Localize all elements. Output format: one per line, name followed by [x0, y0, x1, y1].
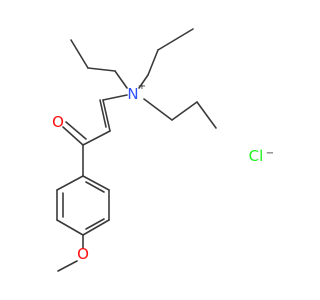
bond	[65, 121, 87, 140]
bond	[138, 74, 149, 89]
bond	[99, 99, 107, 128]
bond	[102, 94, 128, 101]
bond	[82, 130, 111, 146]
bond	[143, 98, 173, 121]
bond	[82, 219, 110, 236]
bond	[147, 49, 159, 76]
nitrogen-charge-label: +	[138, 81, 146, 92]
bond	[56, 219, 84, 236]
chloride-charge-label: −	[266, 148, 274, 159]
bond	[85, 218, 105, 230]
bond	[85, 181, 105, 193]
nitrogen-label: N	[127, 85, 138, 103]
bond	[87, 67, 116, 72]
bond	[196, 101, 217, 129]
bond	[114, 70, 128, 89]
atom-label-layer: O N + O Cl −	[52, 81, 274, 263]
bond	[56, 175, 84, 191]
bond	[70, 39, 89, 69]
methoxy-oxygen-label: O	[77, 245, 89, 263]
bond	[57, 260, 78, 272]
bond-layer	[56, 28, 217, 272]
bond	[157, 28, 194, 51]
bond	[171, 101, 198, 121]
bond	[62, 126, 84, 146]
bond	[82, 175, 110, 191]
carbonyl-oxygen-label: O	[52, 113, 64, 131]
structure-diagram: O N + O Cl −	[52, 28, 274, 272]
bond	[102, 99, 111, 132]
chloride-label: Cl	[249, 147, 264, 165]
